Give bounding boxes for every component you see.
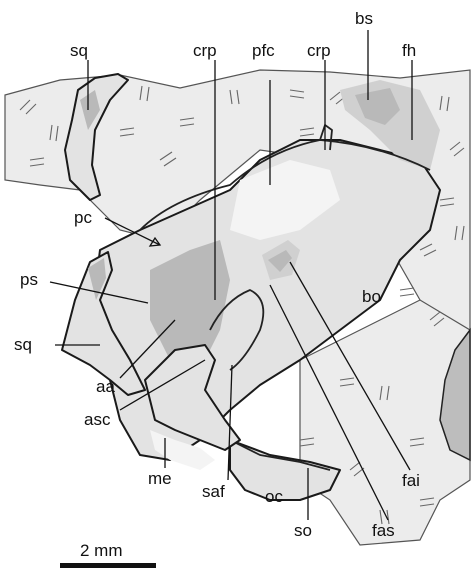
label-ps: ps [20,270,38,289]
label-aa: aa [96,377,115,396]
label-fai: fai [402,471,420,490]
label-bo: bo [362,287,381,306]
label-oc: oc [265,487,283,506]
scale-bar-label: 2 mm [80,541,123,560]
label-fh: fh [402,41,416,60]
label-fas: fas [372,521,395,540]
label-me: me [148,469,172,488]
label-bs: bs [355,9,373,28]
label-asc: asc [84,410,111,429]
label-crp-right: crp [307,41,331,60]
label-sq-left: sq [14,335,32,354]
label-crp-left: crp [193,41,217,60]
label-pfc: pfc [252,41,275,60]
label-so: so [294,521,312,540]
scale-bar [60,563,156,568]
label-sq-top: sq [70,41,88,60]
label-pc: pc [74,208,92,227]
label-saf: saf [202,482,225,501]
